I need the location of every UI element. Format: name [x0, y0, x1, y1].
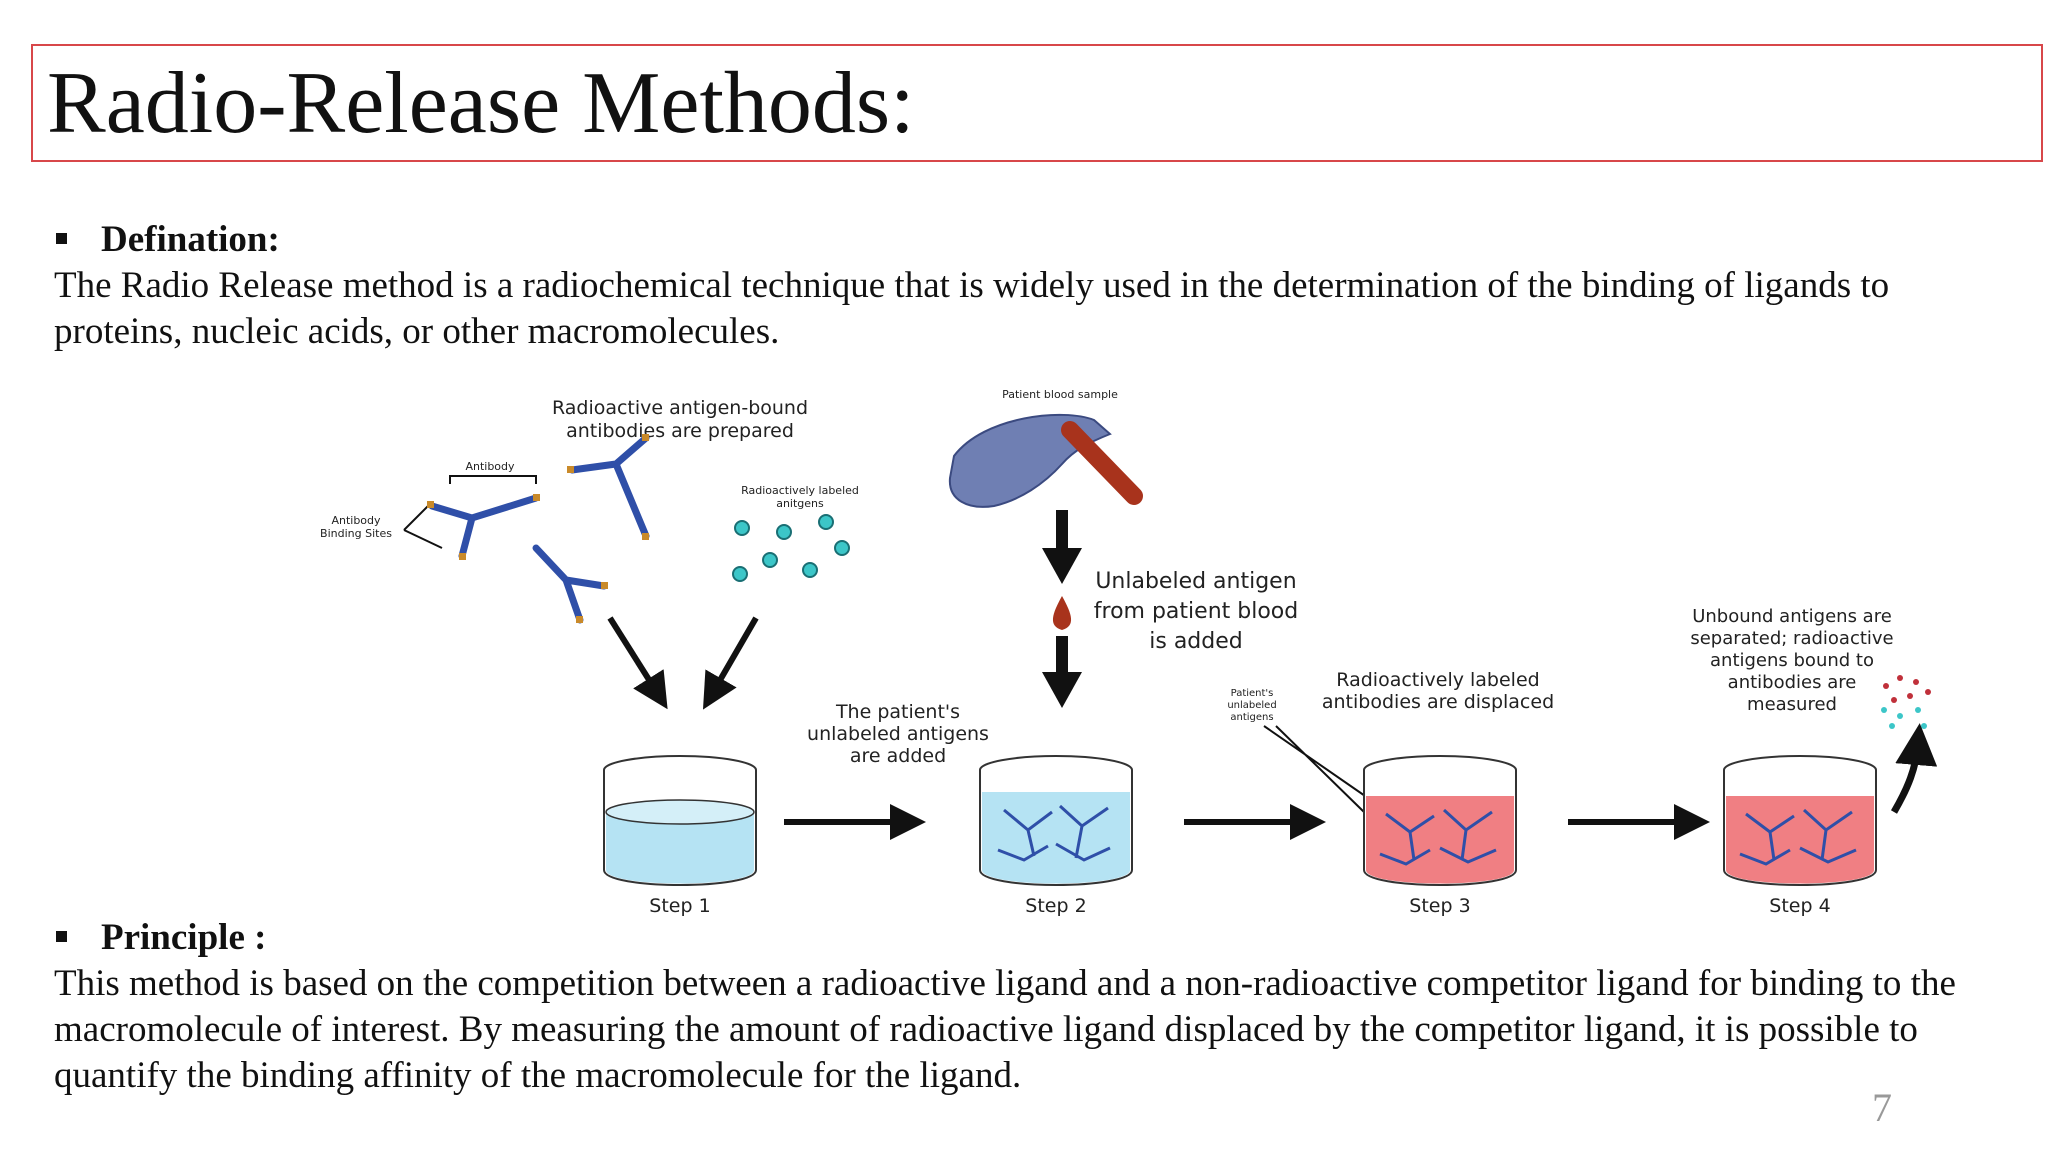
label-unlabeled-1: Unlabeled antigen [1095, 569, 1296, 594]
definition-heading: Defination: [56, 218, 280, 262]
label-patient-added-2: unlabeled antigens [807, 723, 989, 745]
beaker-step3 [1363, 755, 1517, 886]
step1-input-arrows [607, 616, 759, 710]
step4-label: Step 4 [1769, 895, 1830, 917]
label-unlabeled-2: from patient blood [1094, 599, 1298, 624]
label-prepared-2: antibodies are prepared [566, 420, 794, 442]
label-unlabeled-3: is added [1149, 629, 1242, 654]
label-radio-antigens-2: anitgens [776, 497, 824, 510]
label-antibody: Antibody [465, 460, 515, 473]
label-prepared-1: Radioactive antigen-bound [552, 397, 808, 419]
blood-drop-icon [1052, 596, 1072, 630]
label-patient-small-1: Patient's [1231, 688, 1274, 699]
label-unbound-3: antigens bound to [1710, 650, 1874, 671]
bullet-icon [56, 233, 67, 245]
down-arrow-2 [1042, 636, 1082, 708]
label-patient-added-3: are added [850, 745, 946, 767]
principle-heading-text: Principle : [101, 917, 267, 958]
principle-heading: Principle : [56, 916, 266, 960]
blood-tube-icon [1061, 421, 1143, 505]
curved-up-arrow [1890, 723, 1938, 814]
glove-icon [948, 413, 1112, 508]
label-radio-antigens-1: Radioactively labeled [741, 484, 859, 497]
label-unbound-5: measured [1747, 694, 1837, 715]
page-title: Radio-Release Methods: [47, 55, 915, 152]
label-displaced-1: Radioactively labeled [1336, 669, 1539, 691]
bullet-icon [56, 931, 67, 943]
beaker-step4 [1723, 755, 1877, 886]
label-unbound-1: Unbound antigens are [1692, 606, 1892, 627]
principle-text: This method is based on the competition … [54, 963, 1956, 1096]
step1-label: Step 1 [649, 895, 710, 917]
antibody-tips [427, 434, 649, 623]
radio-release-diagram: Radioactive antigen-bound antibodies are… [304, 360, 1964, 920]
label-patient-added-1: The patient's [835, 701, 960, 723]
label-displaced-2: antibodies are displaced [1322, 691, 1554, 713]
diagram-svg: Radioactive antigen-bound antibodies are… [320, 388, 1938, 917]
beaker-step1 [603, 755, 757, 886]
label-unbound-2: separated; radioactive [1690, 628, 1893, 649]
beaker-step2 [979, 755, 1133, 886]
label-binding-1: Antibody [331, 514, 381, 527]
antibody-bracket [449, 475, 537, 484]
label-blood-sample: Patient blood sample [1002, 388, 1118, 401]
antibody-icons [428, 434, 650, 624]
patient-pointer-lines [1263, 725, 1369, 813]
binding-pointer-lines [403, 503, 443, 549]
radio-antigen-dots [732, 514, 850, 582]
label-patient-small-3: antigens [1230, 712, 1273, 723]
down-arrow-1 [1042, 510, 1082, 584]
title-box: Radio-Release Methods: [31, 44, 2043, 162]
label-unbound-4: antibodies are [1728, 672, 1857, 693]
step2-label: Step 2 [1025, 895, 1086, 917]
step3-label: Step 3 [1409, 895, 1470, 917]
page-number: 7 [1872, 1085, 1892, 1130]
label-binding-2: Binding Sites [320, 527, 392, 540]
label-patient-small-2: unlabeled [1227, 700, 1276, 711]
unbound-antigen-dots [1881, 675, 1931, 729]
definition-text: The Radio Release method is a radiochemi… [54, 265, 1890, 352]
definition-heading-text: Defination: [101, 219, 280, 260]
